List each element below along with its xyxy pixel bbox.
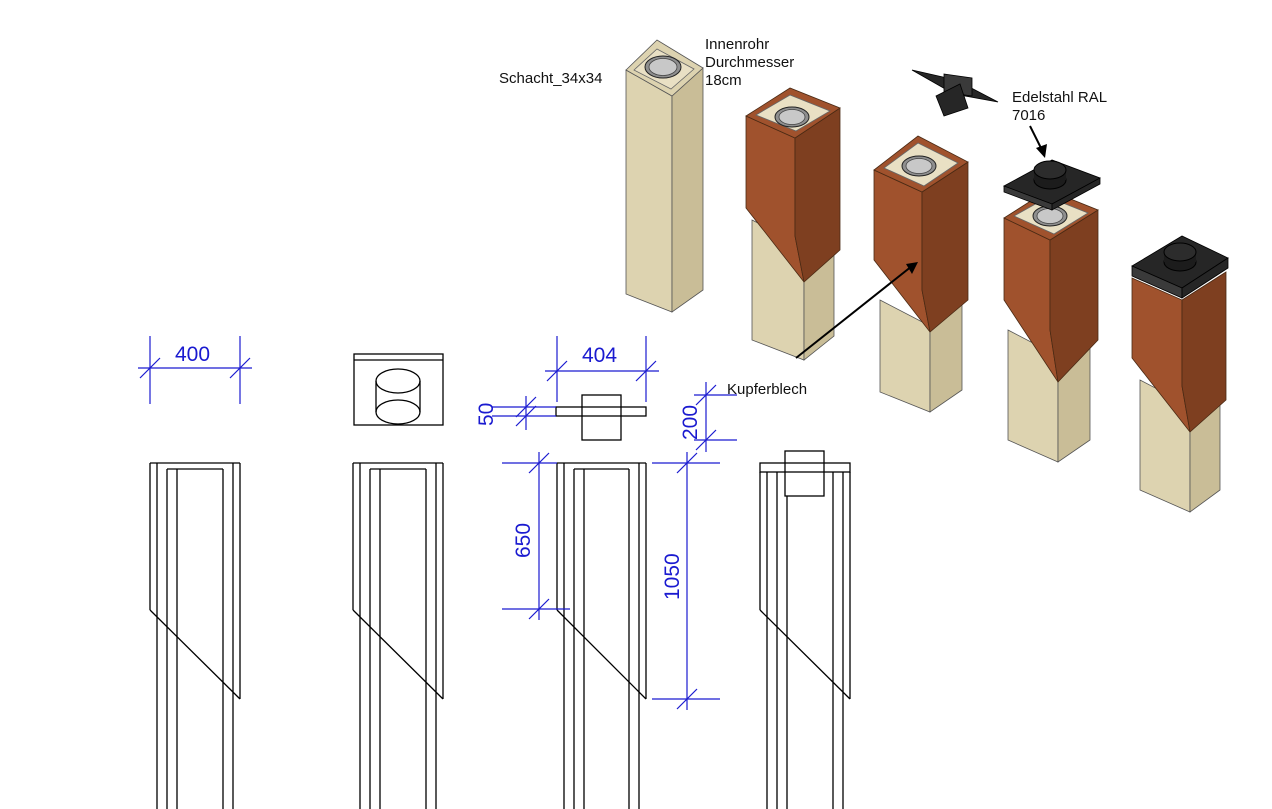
label-innenrohr-3: 18cm — [705, 72, 742, 89]
chimney-3d-finished — [1131, 235, 1229, 513]
cap-side-view — [555, 394, 647, 441]
svg-text:200: 200 — [679, 405, 702, 440]
svg-text:1050: 1050 — [661, 553, 684, 600]
svg-text:50: 50 — [475, 403, 498, 426]
dimension-50: 50 — [475, 396, 556, 430]
elevation-2 — [352, 462, 444, 809]
dimension-650: 650 — [502, 452, 570, 620]
arrow-kupferblech — [795, 265, 913, 359]
chimney-3d-copper-2 — [873, 135, 969, 413]
elevation-1 — [149, 462, 241, 809]
dimension-1050: 1050 — [652, 452, 720, 710]
arrow-edelstahl — [1029, 125, 1043, 151]
label-edelstahl-2: 7016 — [1012, 107, 1045, 124]
label-schacht: Schacht_34x34 — [499, 70, 602, 87]
steel-cap-exploded — [911, 69, 999, 117]
chimney-3d-copper-1 — [745, 87, 841, 361]
svg-text:650: 650 — [512, 523, 535, 558]
dimension-400: 400 — [138, 336, 252, 404]
plan-view — [353, 353, 444, 426]
label-innenrohr-2: Durchmesser — [705, 54, 794, 71]
svg-text:400: 400 — [175, 343, 210, 366]
elevation-3 — [556, 462, 647, 809]
chimney-3d-stone — [625, 39, 704, 313]
arrow-edelstahl-head — [1036, 144, 1047, 158]
svg-text:404: 404 — [582, 344, 617, 367]
dimension-200: 200 — [679, 382, 737, 452]
label-innenrohr-1: Innenrohr — [705, 36, 769, 53]
dimension-404: 404 — [545, 336, 659, 402]
label-edelstahl-1: Edelstahl RAL — [1012, 89, 1107, 106]
arrow-kupferblech-head — [906, 262, 918, 274]
label-kupferblech: Kupferblech — [727, 381, 807, 398]
chimney-3d-copper-3 — [1003, 159, 1101, 463]
elevation-4-with-cap — [759, 450, 851, 809]
